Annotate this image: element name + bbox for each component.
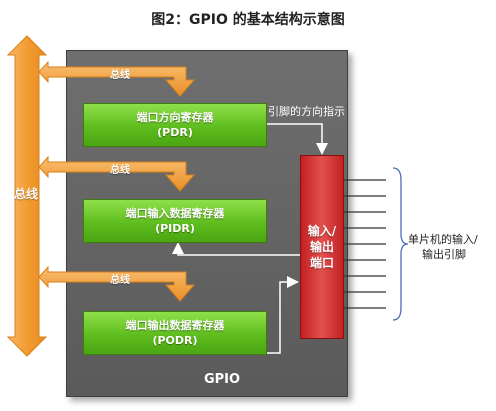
mcu-pins-line1: 单片机的输入/ (408, 233, 478, 246)
io-port-line2: 输出 (309, 240, 334, 254)
register-pidr-name: 端口输入数据寄存器 (125, 207, 225, 220)
gpio-label: GPIO (203, 372, 241, 387)
register-pidr: 端口输入数据寄存器 (PIDR) (83, 199, 267, 243)
pin-bracket (392, 167, 409, 321)
branch-bus-2-label: 总线 (110, 165, 130, 176)
pin-direction-annotation: 引脚的方向指示 (268, 105, 345, 118)
main-bus-arrow (6, 35, 48, 357)
register-pdr-abbr: (PDR) (157, 126, 193, 139)
branch-bus-1-label: 总线 (110, 70, 130, 81)
output-connector (265, 276, 299, 354)
input-connector (172, 242, 300, 256)
io-port-line1: 输入/ (307, 224, 337, 238)
pin-lines (342, 179, 386, 309)
register-pdr: 端口方向寄存器 (PDR) (83, 103, 267, 147)
direction-connector (265, 123, 328, 155)
main-bus-label: 总线 (14, 187, 39, 201)
branch-bus-1 (38, 60, 196, 97)
register-pidr-abbr: (PIDR) (155, 222, 195, 235)
io-port: 输入/ 输出 端口 (300, 155, 344, 339)
register-podr-name: 端口输出数据寄存器 (125, 319, 225, 332)
register-pdr-name: 端口方向寄存器 (136, 111, 214, 124)
diagram-title: 图2：GPIO 的基本结构示意图 (151, 12, 345, 28)
io-port-line3: 端口 (309, 256, 334, 270)
branch-bus-3-label: 总线 (110, 275, 130, 286)
mcu-pins-line2: 输出引脚 (422, 248, 466, 261)
mcu-pins-annotation: 单片机的输入/ 输出引脚 (408, 232, 478, 262)
register-podr-abbr: (PODR) (152, 334, 198, 347)
branch-bus-2 (38, 155, 196, 192)
register-podr: 端口输出数据寄存器 (PODR) (83, 311, 267, 355)
branch-bus-3 (38, 265, 196, 302)
